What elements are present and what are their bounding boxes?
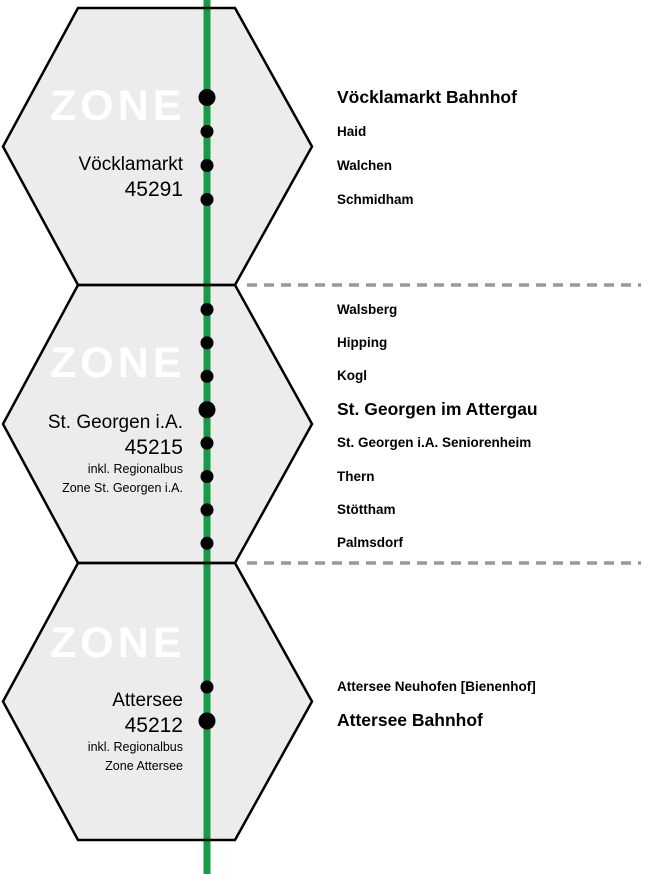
zone-number-label: 45291	[124, 178, 183, 201]
station-label: Palmsdorf	[337, 535, 404, 551]
station-dot	[198, 712, 216, 730]
zone-number-label: 45212	[124, 714, 183, 737]
zone-number-label: 45215	[124, 436, 183, 459]
station-label: Kogl	[337, 368, 367, 384]
hexagon-fills	[3, 8, 312, 840]
station-label: Haid	[337, 123, 367, 139]
zone-watermark: ZONE	[50, 339, 186, 387]
zone-hexagon-fill	[3, 8, 312, 285]
zone-name-label: St. Georgen i.A.	[47, 412, 183, 433]
station-dot	[200, 336, 214, 350]
station-dot	[200, 303, 214, 316]
station-dot	[198, 89, 216, 106]
station-dot	[200, 369, 214, 383]
station-label: Stöttham	[337, 502, 396, 518]
station-dot	[200, 436, 214, 450]
zone-note-label: Zone St. Georgen i.A.	[62, 481, 183, 495]
station-dots	[198, 89, 216, 730]
zone-watermark: ZONE	[50, 82, 186, 130]
station-label: Hipping	[337, 335, 388, 351]
zone-watermark: ZONE	[50, 619, 186, 667]
station-label: Thern	[337, 468, 375, 484]
station-label: Attersee Neuhofen [Bienenhof]	[337, 679, 536, 695]
zone-dividers	[247, 283, 641, 565]
zone-note-label: Zone Attersee	[105, 759, 183, 773]
station-label: Schmidham	[337, 191, 414, 207]
station-dot	[200, 125, 214, 138]
station-dot	[200, 536, 214, 550]
station-dot	[200, 193, 214, 206]
zone-hexagon-fill	[3, 285, 312, 563]
zone-hexagon-border	[1, 561, 314, 842]
zone-note-label: inkl. Regionalbus	[87, 462, 183, 476]
zone-info-block: Vöcklamarkt 45291	[78, 153, 183, 202]
zone-name-label: Vöcklamarkt	[78, 154, 183, 175]
station-dot	[200, 503, 214, 517]
station-dot	[198, 401, 216, 419]
station-label: Vöcklamarkt Bahnhof	[337, 86, 517, 107]
station-dot	[200, 470, 214, 483]
zone-name-label: Attersee	[112, 690, 183, 711]
station-label: St. Georgen im Attergau	[337, 398, 538, 419]
station-label: Walchen	[337, 157, 393, 173]
hexagon-borders	[1, 6, 314, 842]
station-label: Walsberg	[337, 301, 398, 317]
station-label: Attersee Bahnhof	[337, 710, 483, 731]
station-dot	[200, 680, 214, 694]
station-label: St. Georgen i.A. Seniorenheim	[337, 435, 532, 451]
zone-hexagon-fill	[3, 563, 312, 840]
station-dot	[200, 159, 214, 172]
zone-note-label: inkl. Regionalbus	[87, 740, 183, 754]
